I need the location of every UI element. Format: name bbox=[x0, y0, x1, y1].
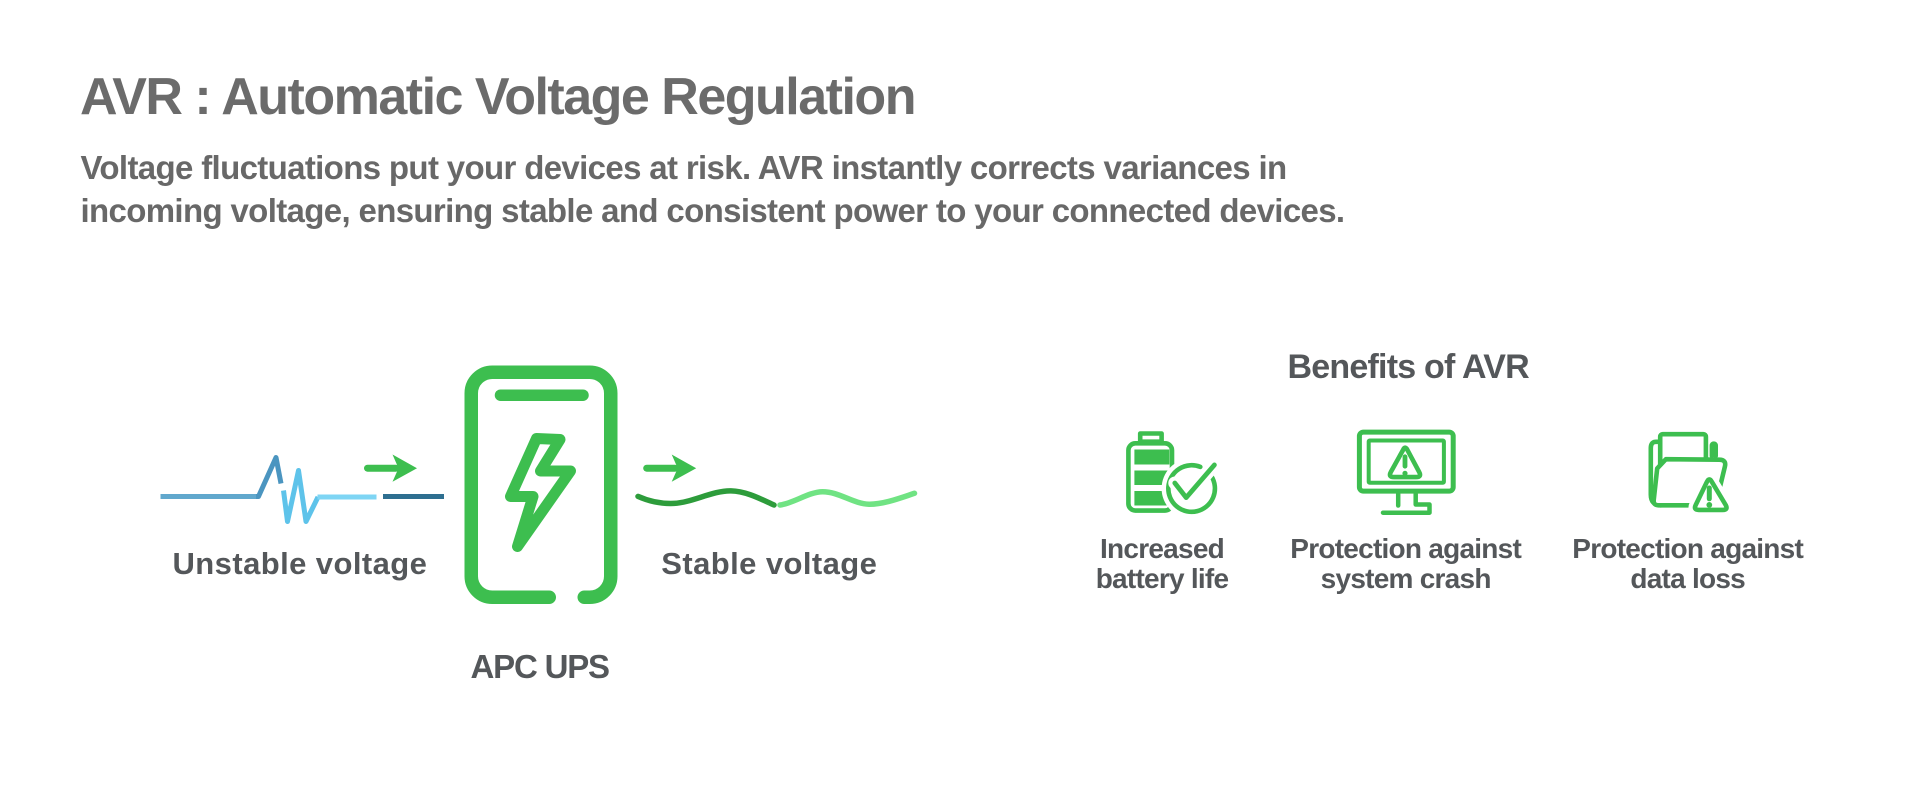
stable-wave-light-segment bbox=[777, 488, 918, 508]
benefit-battery-line2: battery life bbox=[1095, 562, 1229, 594]
arrow-right-icon bbox=[643, 454, 697, 482]
benefit-battery-line1: Increased bbox=[1100, 532, 1225, 564]
page-title: AVR : Automatic Voltage Regulation bbox=[80, 68, 916, 126]
unstable-voltage-label: Unstable voltage bbox=[172, 546, 428, 582]
exclamation-dot bbox=[1706, 502, 1713, 508]
ups-lightning-icon bbox=[464, 365, 618, 604]
folder-back-tab bbox=[1709, 441, 1718, 459]
benefit-monitor-line1: Protection against bbox=[1290, 532, 1522, 564]
check-mark bbox=[1172, 462, 1217, 500]
stable-voltage-wave-icon bbox=[635, 488, 918, 508]
benefit-battery-caption: Increased battery life bbox=[1012, 532, 1312, 594]
arrow-head bbox=[392, 454, 417, 482]
benefit-folder-caption: Protection against data loss bbox=[1538, 532, 1838, 594]
battery-check-icon bbox=[1126, 431, 1222, 519]
folder-warning-icon bbox=[1648, 431, 1734, 517]
battery-bar bbox=[1134, 491, 1170, 506]
battery-bar bbox=[1134, 470, 1170, 485]
apc-ups-label: APC UPS bbox=[470, 648, 610, 686]
ups-body-outline bbox=[464, 365, 618, 604]
arrow-head bbox=[671, 454, 697, 482]
battery-bar bbox=[1134, 449, 1170, 465]
benefit-folder-line1: Protection against bbox=[1572, 532, 1804, 564]
exclamation-dot bbox=[1402, 470, 1408, 476]
benefit-monitor-line2: system crash bbox=[1320, 562, 1492, 594]
arrow-right-icon bbox=[364, 454, 417, 482]
benefits-heading: Benefits of AVR bbox=[1287, 347, 1529, 386]
monitor-warning-icon bbox=[1356, 429, 1456, 515]
battery-cap bbox=[1137, 431, 1164, 444]
monitor-stand-base bbox=[1380, 491, 1432, 515]
intro-paragraph: Voltage fluctuations put your devices at… bbox=[80, 149, 1346, 229]
benefit-folder-line2: data loss bbox=[1630, 562, 1745, 594]
stable-voltage-label: Stable voltage bbox=[661, 545, 878, 581]
stable-wave-dark-segment bbox=[635, 488, 777, 508]
lightning-bolt-icon bbox=[505, 433, 576, 552]
benefit-monitor-caption: Protection against system crash bbox=[1256, 532, 1556, 594]
monitor-screen bbox=[1366, 438, 1446, 485]
unstable-wave-spike-segment bbox=[256, 455, 284, 499]
unstable-voltage-wave-icon bbox=[160, 455, 444, 524]
check-circle bbox=[1166, 462, 1218, 515]
unstable-wave-zigzag-segment bbox=[281, 468, 321, 524]
